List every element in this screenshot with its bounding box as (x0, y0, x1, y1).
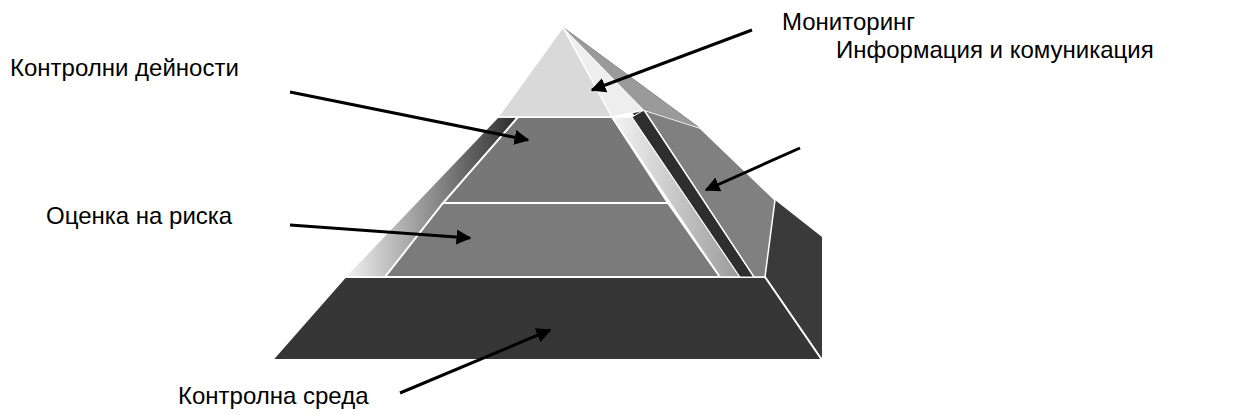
leader-arrow (592, 30, 752, 90)
leader-arrow (290, 92, 528, 140)
component-label: Оценка на риска (46, 202, 232, 230)
leader-arrow (290, 225, 470, 238)
component-label: Контролна среда (178, 382, 369, 410)
info-strip (644, 110, 775, 277)
base-band (272, 277, 822, 360)
risk-band (385, 203, 720, 277)
top-cap-side (563, 27, 644, 117)
component-label: Контролни дейности (10, 54, 239, 82)
component-label: Мониторинг (782, 8, 915, 36)
component-label: Информация и комуникация (836, 36, 1154, 64)
leader-arrow (400, 330, 550, 393)
top-right-face (563, 27, 700, 128)
leader-arrow (706, 148, 800, 190)
